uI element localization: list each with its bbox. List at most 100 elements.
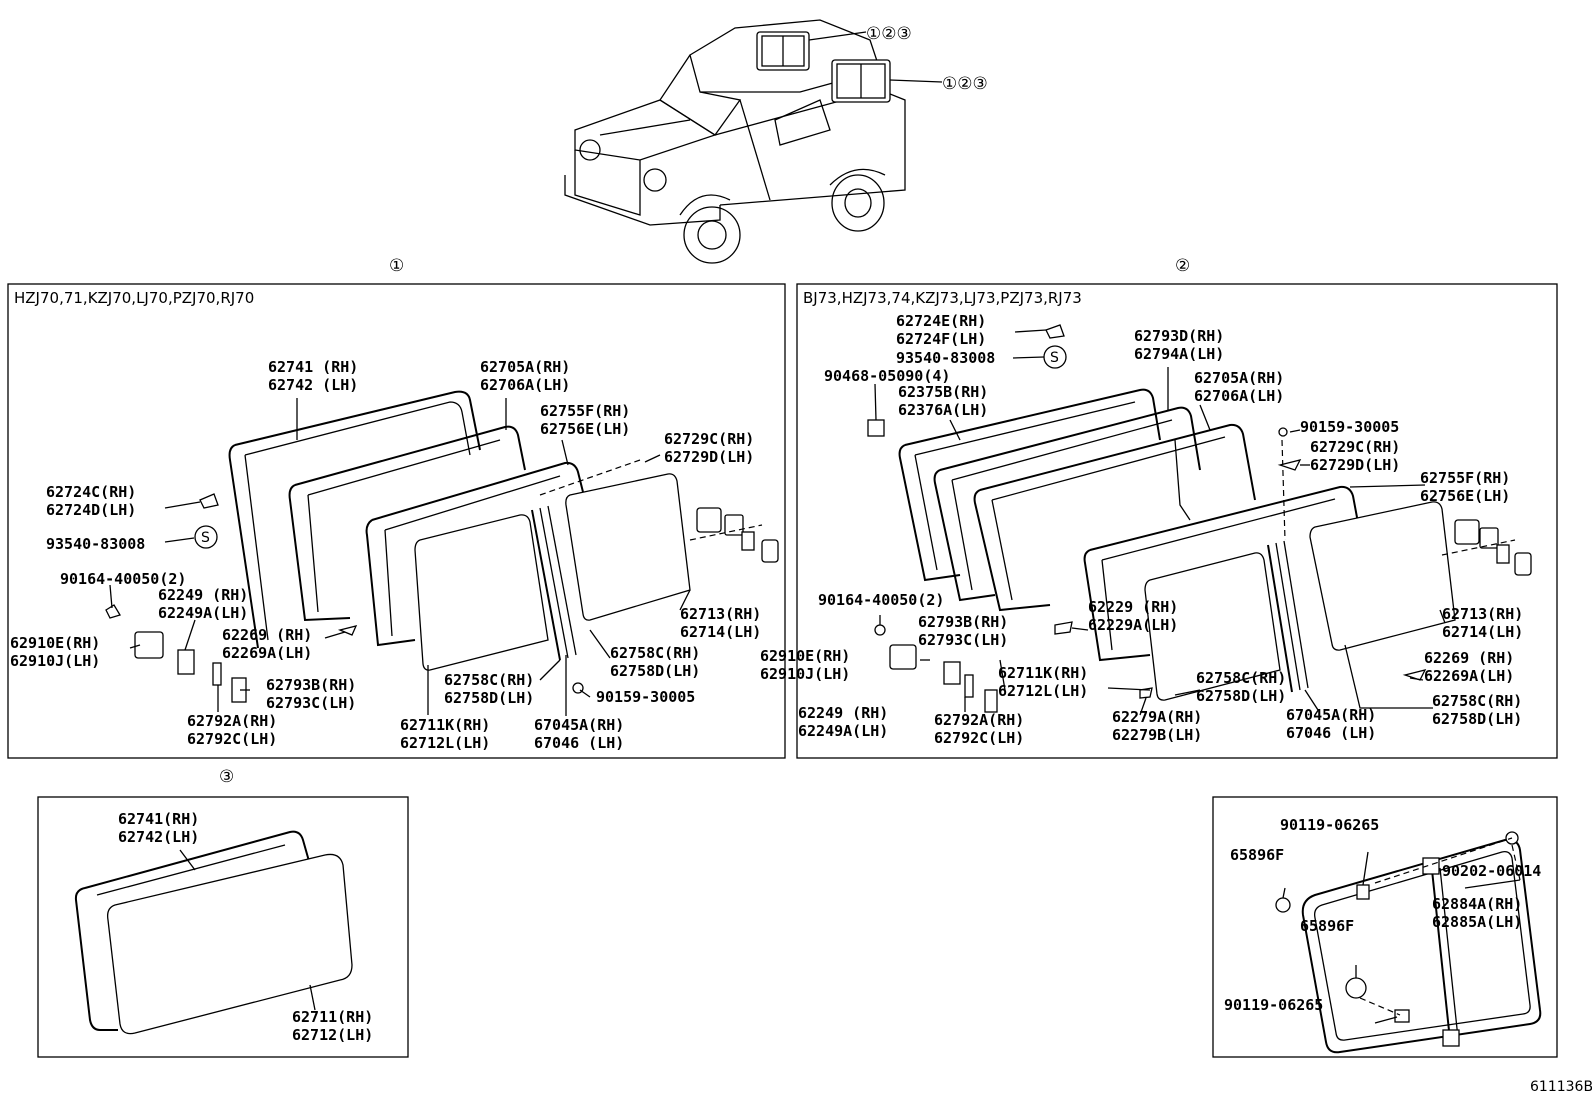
panel2-part-label-b11: 62229 (RH)	[1088, 598, 1178, 616]
panel1-part-label-a17: 67045A(RH)	[534, 716, 624, 734]
panel1-part-label-a11: 62793B(RH)	[266, 676, 356, 694]
drawing-code: 611136B	[1530, 1079, 1592, 1095]
panel2-part-label-b4-line2: 62376A(LH)	[898, 401, 988, 419]
panel4-part-label-d4-line2: 62885A(LH)	[1432, 913, 1522, 931]
panel2-part-label-b7: 90159-30005	[1300, 418, 1399, 436]
panel2-part-label-b12: 62713(RH)	[1442, 605, 1523, 623]
panel2-part-label-b18-line2: 62249A(LH)	[798, 722, 888, 740]
panel1-part-label-a1-line2: 62742 (LH)	[268, 376, 358, 394]
panel1-part-label-a5: 62724C(RH)	[46, 483, 136, 501]
part-labels: 62741 (RH)62742 (LH)62705A(RH)62706A(LH)…	[10, 312, 1541, 1044]
panel2-part-label-b17-line2: 62269A(LH)	[1424, 667, 1514, 685]
s-symbol-1: S	[201, 530, 210, 546]
panel3-part-label-c1: 62741(RH)	[118, 810, 199, 828]
panel-2-number: ②	[1175, 256, 1190, 276]
panel2-part-label-b11-line2: 62229A(LH)	[1088, 616, 1178, 634]
panel3-part-label-c2: 62711(RH)	[292, 1008, 373, 1026]
s-symbol-2: S	[1050, 350, 1059, 366]
panel1-part-label-a18-line2: 62714(LH)	[680, 623, 761, 641]
panel1-part-label-a3-line2: 62756E(LH)	[540, 420, 630, 438]
panel1-part-label-a13: 62758C(RH)	[444, 671, 534, 689]
panel2-part-label-b13-line2: 62910J(LH)	[760, 665, 850, 683]
panel-1-header: HZJ70,71,KZJ70,LJ70,PZJ70,RJ70	[14, 289, 254, 307]
panel1-part-label-a15-line2: 62758D(LH)	[610, 662, 700, 680]
panel2-part-label-b21-line2: 67046 (LH)	[1286, 724, 1376, 742]
panel2-part-label-b16: 62758C(RH)	[1196, 669, 1286, 687]
roof-window-callout: ①②③	[866, 24, 912, 44]
panel1-part-label-a3: 62755F(RH)	[540, 402, 630, 420]
panel2-part-label-b20: 62279A(RH)	[1112, 708, 1202, 726]
panel2-part-label-b19-line2: 62792C(LH)	[934, 729, 1024, 747]
panel2-part-label-b9-line2: 62756E(LH)	[1420, 487, 1510, 505]
panel1-part-label-a2: 62705A(RH)	[480, 358, 570, 376]
panel2-part-label-b12-line2: 62714(LH)	[1442, 623, 1523, 641]
panel2-part-label-b1: 62724E(RH)	[896, 312, 986, 330]
panel1-part-label-a5-line2: 62724D(LH)	[46, 501, 136, 519]
panel1-part-label-a4: 62729C(RH)	[664, 430, 754, 448]
panel-4	[1212, 796, 1558, 1058]
panel2-part-label-b2: 93540-83008	[896, 349, 995, 367]
panel2-part-label-b13: 62910E(RH)	[760, 647, 850, 665]
panel2-part-label-b5-line2: 62794A(LH)	[1134, 345, 1224, 363]
panel2-part-label-b8: 62729C(RH)	[1310, 438, 1400, 456]
panel1-part-label-a2-line2: 62706A(LH)	[480, 376, 570, 394]
panel1-part-label-a8: 62249 (RH)	[158, 586, 248, 604]
panel2-part-label-b15-line2: 62712L(LH)	[998, 682, 1088, 700]
side-window-callout: ①②③	[942, 74, 988, 94]
panel1-part-label-a14-line2: 62712L(LH)	[400, 734, 490, 752]
panel1-part-label-a12: 62792A(RH)	[187, 712, 277, 730]
panel2-part-label-b15: 62711K(RH)	[998, 664, 1088, 682]
panel1-part-label-a1: 62741 (RH)	[268, 358, 358, 376]
panel2-part-label-b6-line2: 62706A(LH)	[1194, 387, 1284, 405]
panel-2: BJ73,HZJ73,74,KZJ73,LJ73,PZJ73,RJ73 S	[796, 283, 1558, 759]
panel-3-number: ③	[219, 767, 234, 787]
panel1-part-label-a13-line2: 62758D(LH)	[444, 689, 534, 707]
panel1-part-label-a10: 62910E(RH)	[10, 634, 100, 652]
panel2-part-label-b22: 62758C(RH)	[1432, 692, 1522, 710]
panel2-part-label-b4: 62375B(RH)	[898, 383, 988, 401]
panel2-part-label-b18: 62249 (RH)	[798, 704, 888, 722]
panel2-part-label-b16-line2: 62758D(LH)	[1196, 687, 1286, 705]
panel2-part-label-b10: 90164-40050(2)	[818, 591, 944, 609]
panel2-part-label-b14: 62793B(RH)	[918, 613, 1008, 631]
panel2-part-label-b5: 62793D(RH)	[1134, 327, 1224, 345]
panel3-part-label-c1-line2: 62742(LH)	[118, 828, 199, 846]
panel1-part-label-a16: 90159-30005	[596, 688, 695, 706]
panel1-part-label-a12-line2: 62792C(LH)	[187, 730, 277, 748]
panel2-part-label-b22-line2: 62758D(LH)	[1432, 710, 1522, 728]
panel1-part-label-a4-line2: 62729D(LH)	[664, 448, 754, 466]
panel4-part-label-d1: 90119-06265	[1280, 816, 1379, 834]
panel4-part-label-d2: 65896F	[1230, 846, 1284, 864]
panel1-part-label-a18: 62713(RH)	[680, 605, 761, 623]
panel-1: HZJ70,71,KZJ70,LJ70,PZJ70,RJ70 S	[7, 283, 786, 759]
vehicle-illustration: ①②③ ①②③	[564, 19, 988, 264]
panel1-part-label-a9: 62269 (RH)	[222, 626, 312, 644]
panel4-part-label-d6: 90119-06265	[1224, 996, 1323, 1014]
panel1-part-label-a9-line2: 62269A(LH)	[222, 644, 312, 662]
panel2-part-label-b14-line2: 62793C(LH)	[918, 631, 1008, 649]
panel-1-number: ①	[389, 256, 404, 276]
panel-2-header: BJ73,HZJ73,74,KZJ73,LJ73,PZJ73,RJ73	[803, 289, 1082, 307]
panel3-part-label-c2-line2: 62712(LH)	[292, 1026, 373, 1044]
panel1-part-label-a7: 90164-40050(2)	[60, 570, 186, 588]
panel2-part-label-b9: 62755F(RH)	[1420, 469, 1510, 487]
panel2-part-label-b3: 90468-05090(4)	[824, 367, 950, 385]
panel1-part-label-a8-line2: 62249A(LH)	[158, 604, 248, 622]
panel1-part-label-a17-line2: 67046 (LH)	[534, 734, 624, 752]
panel1-part-label-a14: 62711K(RH)	[400, 716, 490, 734]
panel2-part-label-b19: 62792A(RH)	[934, 711, 1024, 729]
panel4-part-label-d5: 65896F	[1300, 917, 1354, 935]
panel1-part-label-a15: 62758C(RH)	[610, 644, 700, 662]
panel4-part-label-d3: 90202-06014	[1442, 862, 1541, 880]
panel1-part-label-a6: 93540-83008	[46, 535, 145, 553]
panel1-part-label-a10-line2: 62910J(LH)	[10, 652, 100, 670]
panel4-part-label-d4: 62884A(RH)	[1432, 895, 1522, 913]
panel2-part-label-b1-line2: 62724F(LH)	[896, 330, 986, 348]
panel2-part-label-b21: 67045A(RH)	[1286, 706, 1376, 724]
panel2-part-label-b6: 62705A(RH)	[1194, 369, 1284, 387]
panel1-part-label-a11-line2: 62793C(LH)	[266, 694, 356, 712]
panel-3	[37, 796, 409, 1058]
panel2-part-label-b17: 62269 (RH)	[1424, 649, 1514, 667]
panel2-part-label-b20-line2: 62279B(LH)	[1112, 726, 1202, 744]
